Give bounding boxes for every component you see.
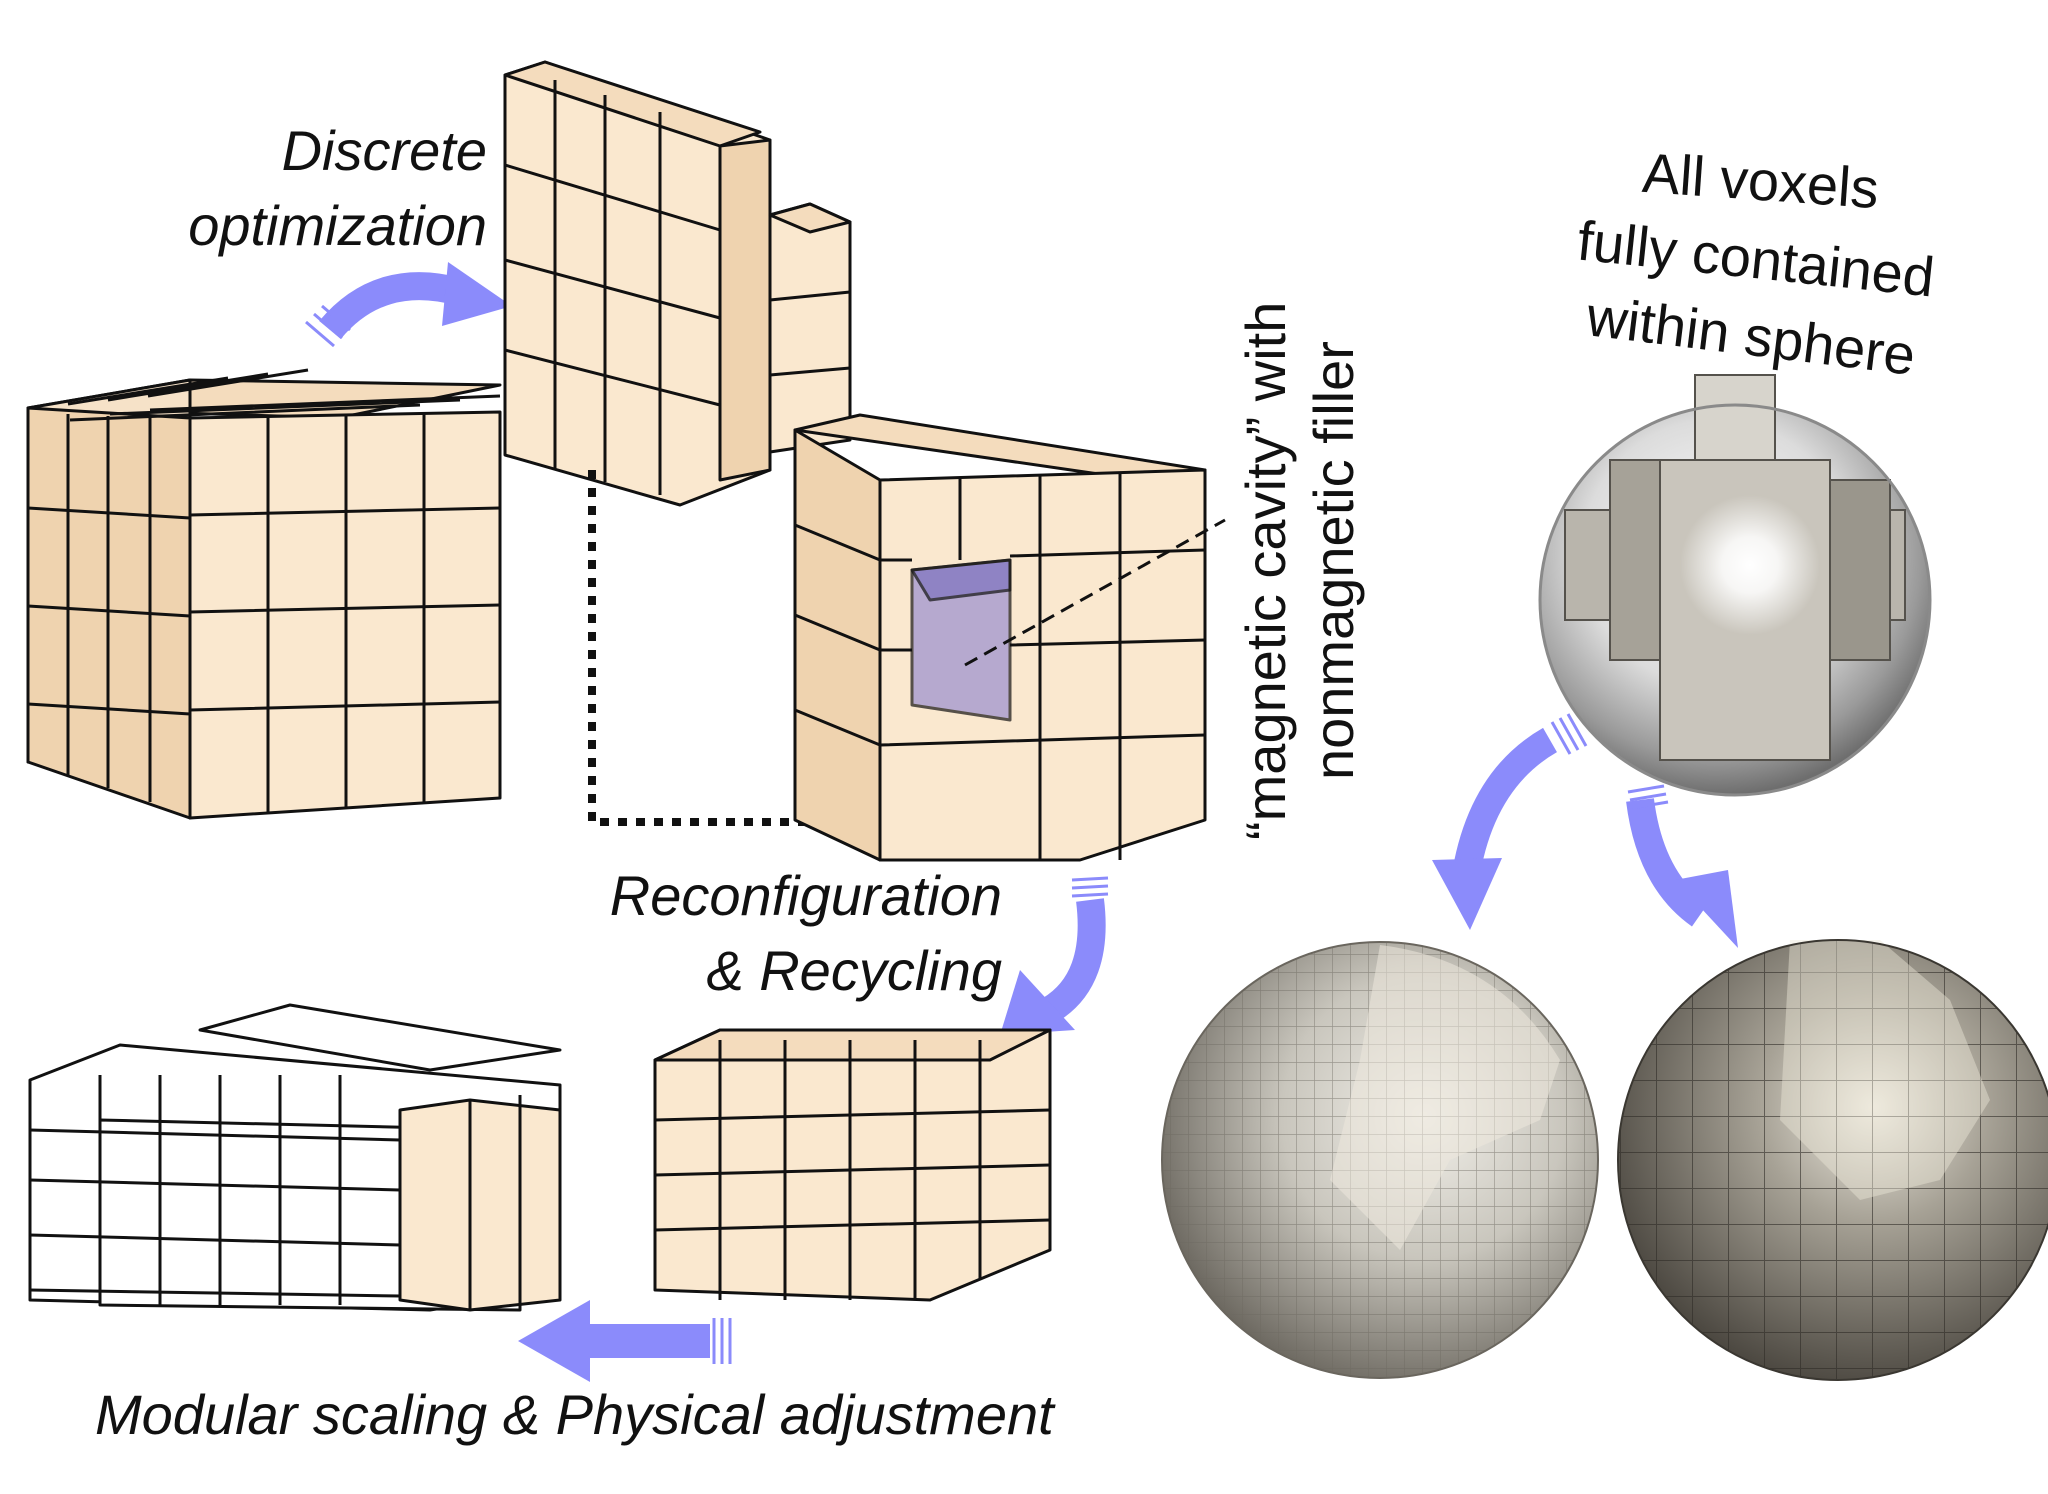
label-magnetic-cavity-line2: nonmagnetic filler (1302, 341, 1365, 780)
cavity-pointer-line (964, 518, 1226, 667)
label-discrete-optimization-line2: optimization (188, 194, 487, 257)
voxel-slice-optimized (503, 60, 852, 507)
curved-arrow-right-icon (305, 262, 512, 348)
voxel-assembly-white (28, 1003, 562, 1312)
curved-arrow-down-left-icon (1432, 713, 1588, 930)
dotted-bracket (588, 470, 880, 826)
voxel-sphere-fine (1161, 941, 1599, 1379)
voxel-assembly-beige (653, 1028, 1052, 1302)
label-magnetic-cavity-line1: “magnetic cavity” with (1234, 302, 1297, 840)
glass-sphere (1538, 374, 1932, 797)
voxel-cube-cavity (793, 413, 1207, 862)
curved-arrow-down-right-icon (1626, 784, 1738, 948)
straight-arrow-left-icon (518, 1300, 732, 1382)
label-reconfiguration-line2: & Recycling (706, 939, 1002, 1002)
voxel-cube-full (26, 368, 502, 820)
label-sphere-line1: All voxels (1640, 141, 1880, 220)
label-discrete-optimization-line1: Discrete (282, 119, 487, 182)
label-reconfiguration-line1: Reconfiguration (610, 864, 1002, 927)
curved-arrow-down-reconfig-icon (1000, 876, 1109, 1035)
label-modular-scaling: Modular scaling & Physical adjustment (95, 1383, 1056, 1446)
voxel-sphere-coarse (1617, 939, 2048, 1381)
